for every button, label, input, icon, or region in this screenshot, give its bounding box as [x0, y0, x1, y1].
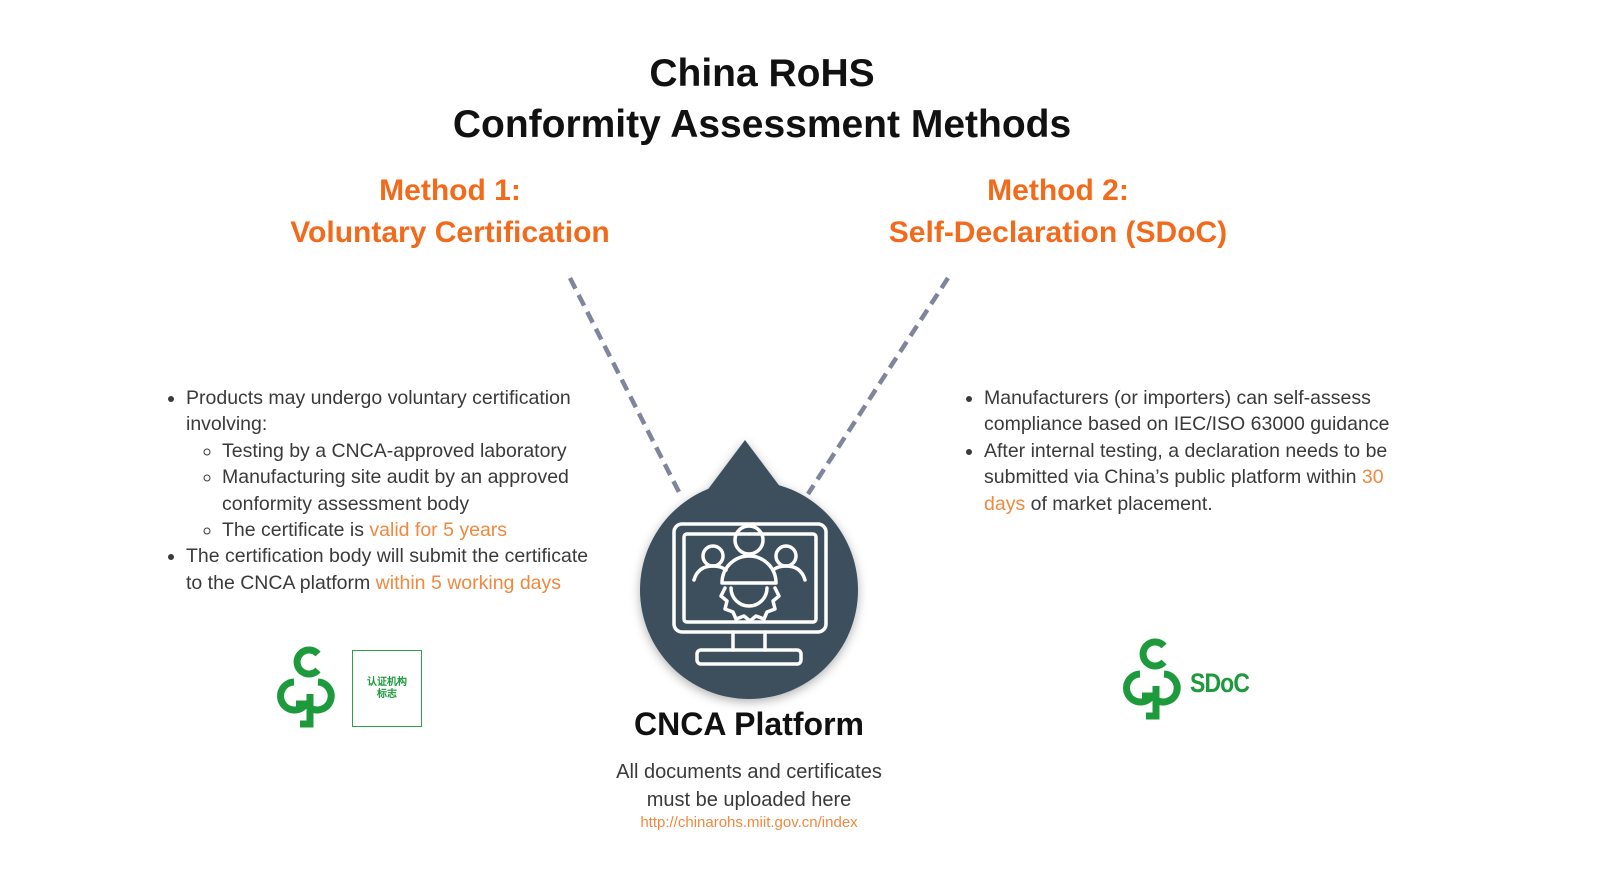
bullet-text: Products may undergo voluntary certifica…: [186, 387, 571, 436]
ccc-sdoc-logo-icon: [1123, 638, 1181, 720]
method1-sub-2: Manufacturing site audit by an approved …: [222, 464, 606, 517]
method1-sub-3: The certificate is valid for 5 years: [222, 517, 606, 543]
method2-heading-line1: Method 2:: [987, 174, 1129, 207]
method2-bullet-2: After internal testing, a declaration ne…: [984, 438, 1414, 517]
title-line-2: Conformity Assessment Methods: [452, 103, 1072, 146]
method1-heading: Method 1: Voluntary Certification: [150, 170, 750, 254]
ccc-logo-icon: [277, 646, 335, 728]
highlight-deadline: 30 days: [984, 466, 1384, 515]
platform-desc-line2: must be uploaded here: [646, 789, 852, 811]
method1-bullet-2: The certification body will submit the c…: [186, 543, 606, 596]
method1-sub-1: Testing by a CNCA-approved laboratory: [222, 438, 606, 464]
method1-bullets: Products may undergo voluntary certifica…: [166, 385, 606, 596]
title-line-1: China RoHS: [649, 52, 875, 95]
highlight-deadline: within 5 working days: [375, 571, 562, 594]
cert-mark-text-2: 标志: [377, 688, 397, 700]
certification-body-mark-box: 认证机构标志: [352, 650, 422, 727]
connector-method1: [567, 276, 685, 500]
platform-desc-line1: All documents and certificates: [616, 761, 882, 783]
platform-title: CNCA Platform: [634, 706, 864, 742]
cert-mark-text-1: 认证机构: [367, 676, 407, 688]
bullet-text: After internal testing, a declaration ne…: [984, 439, 1388, 489]
page-title: China RoHS Conformity Assessment Methods: [0, 48, 1524, 150]
platform-url-link[interactable]: http://chinarohs.miit.gov.cn/index: [640, 814, 858, 831]
method1-bullet-1: Products may undergo voluntary certifica…: [186, 385, 606, 543]
method2-bullet-1: Manufacturers (or importers) can self-as…: [984, 385, 1414, 438]
method2-heading-line2: Self-Declaration (SDoC): [888, 216, 1228, 249]
sdoc-logo-text: SDoC: [1190, 668, 1250, 698]
bullet-text: of market placement.: [1025, 492, 1213, 515]
bullet-text: The certificate is: [222, 519, 370, 542]
method1-heading-line1: Method 1:: [379, 174, 521, 207]
bullet-text: The certification body will submit the c…: [186, 545, 589, 594]
method2-heading: Method 2: Self-Declaration (SDoC): [758, 170, 1358, 254]
method1-heading-line2: Voluntary Certification: [290, 216, 610, 249]
connector-method2: [806, 276, 950, 496]
monitor-users-gear-icon: [672, 522, 828, 666]
highlight-validity: valid for 5 years: [369, 519, 508, 542]
method2-bullets: Manufacturers (or importers) can self-as…: [964, 385, 1414, 517]
platform-description: All documents and certificates must be u…: [549, 758, 949, 814]
